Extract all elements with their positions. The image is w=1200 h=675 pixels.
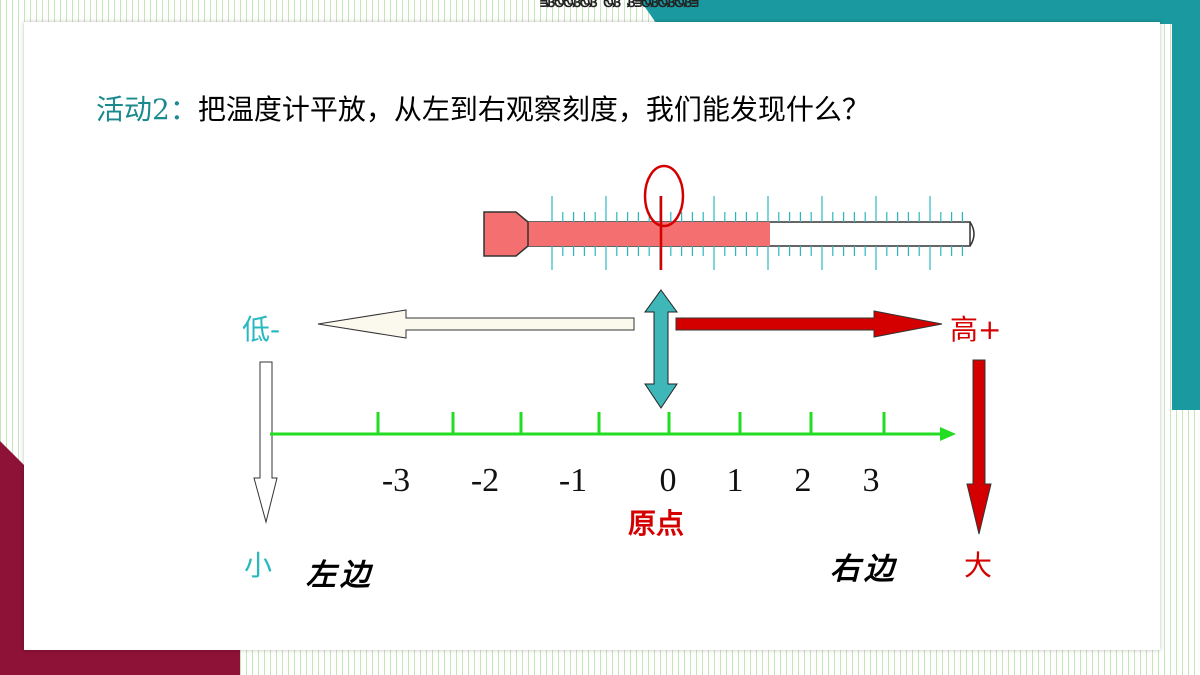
teal-right-band (1172, 0, 1200, 410)
vertical-double-arrow (644, 289, 678, 409)
label-origin: 原点 (628, 507, 685, 540)
tick-label-3: 3 (863, 462, 880, 499)
tick-label-0: 0 (660, 462, 677, 499)
header-decoration-text: ᴟᏰᏫᏫᏰᏫᏰ ᏫᏰ ᏰᴟᏫᏰᏫᏰᏫᏰᴟ (540, 0, 699, 11)
tick-label-neg3: -3 (382, 462, 410, 499)
left-arrow (317, 309, 635, 339)
label-low: 低- (242, 313, 281, 346)
right-arrow (675, 310, 943, 338)
label-left-side: 左边 (306, 558, 374, 593)
down-arrow-big (966, 359, 992, 535)
tick-label-neg1: -1 (559, 462, 587, 499)
thermometer-mercury (518, 222, 770, 246)
activity-label: 活动2： (96, 93, 198, 126)
tick-label-2: 2 (795, 462, 812, 499)
label-small: 小 (244, 549, 273, 582)
label-big: 大 (964, 549, 993, 582)
down-arrow-small (253, 361, 278, 524)
label-high: 高+ (950, 313, 1002, 346)
zero-highlight-circle (643, 164, 685, 228)
tick-label-neg2: -2 (471, 462, 499, 499)
slide-card (24, 22, 1160, 650)
tick-label-1: 1 (727, 462, 744, 499)
activity-question: 把温度计平放，从左到右观察刻度，我们能发现什么？ (197, 93, 870, 126)
thermometer (483, 164, 975, 270)
teal-top-band (640, 0, 1200, 24)
number-line-arrowhead (940, 427, 956, 441)
thermometer-end (969, 221, 975, 247)
thermometer-bulb (483, 211, 529, 257)
number-line (270, 412, 956, 441)
page-title: 活动2：把温度计平放，从左到右观察刻度，我们能发现什么？ (96, 88, 870, 128)
label-right-side: 右边 (830, 552, 898, 587)
